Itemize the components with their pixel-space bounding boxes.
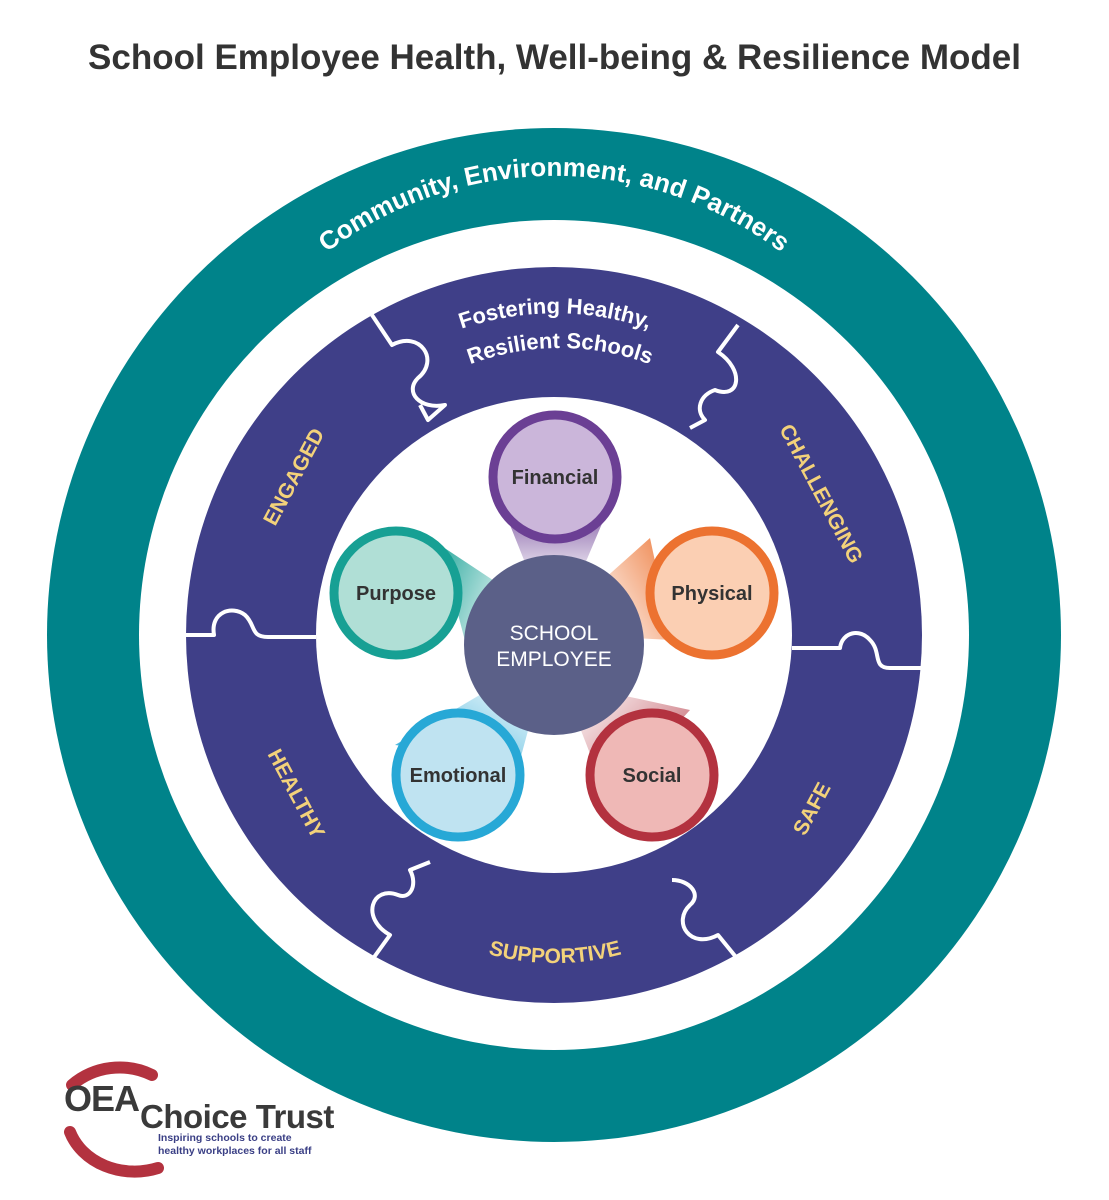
logo-arc-top: [66, 1061, 158, 1091]
social-label: Social: [623, 765, 682, 787]
purpose-label: Purpose: [356, 583, 436, 605]
logo-choice-trust-text: Choice Trust: [140, 1098, 334, 1135]
seam-left: [186, 608, 316, 639]
dimension-emotional: Emotional: [391, 708, 525, 842]
center-label-line2: EMPLOYEE: [496, 648, 612, 671]
dimension-physical: Physical: [645, 526, 779, 660]
seam-top-right: [689, 323, 740, 430]
seam-right: [792, 631, 922, 670]
logo-mark: [64, 1061, 164, 1178]
logo-oea-text: OEA: [64, 1078, 140, 1119]
purpose-circle: [329, 526, 463, 660]
dimension-financial: Financial: [488, 410, 622, 544]
financial-circle: [488, 410, 622, 544]
puzzle-seams: [186, 313, 922, 964]
social-circle: [585, 708, 719, 842]
seam-bottom-left: [370, 860, 431, 962]
center-node: SCHOOL EMPLOYEE: [464, 555, 644, 735]
logo-tagline-line1: Inspiring schools to create: [158, 1132, 292, 1144]
diagram-title: School Employee Health, Well-being & Res…: [88, 38, 1021, 77]
logo-tagline-line2: healthy workplaces for all staff: [158, 1145, 312, 1157]
emotional-label: Emotional: [410, 765, 507, 787]
financial-label: Financial: [512, 467, 599, 489]
center-circle: [464, 555, 644, 735]
physical-circle: [645, 526, 779, 660]
logo-tagline: Inspiring schools to create healthy work…: [158, 1132, 311, 1158]
seam-bottom-right: [671, 878, 742, 964]
logo-arc-bottom: [64, 1126, 164, 1178]
dimension-purpose: Purpose: [329, 526, 463, 660]
emotional-circle: [391, 708, 525, 842]
seam-top-left: [370, 313, 447, 422]
physical-label: Physical: [671, 583, 752, 605]
center-label-line1: SCHOOL: [510, 622, 599, 645]
dimension-social: Social: [585, 708, 719, 842]
